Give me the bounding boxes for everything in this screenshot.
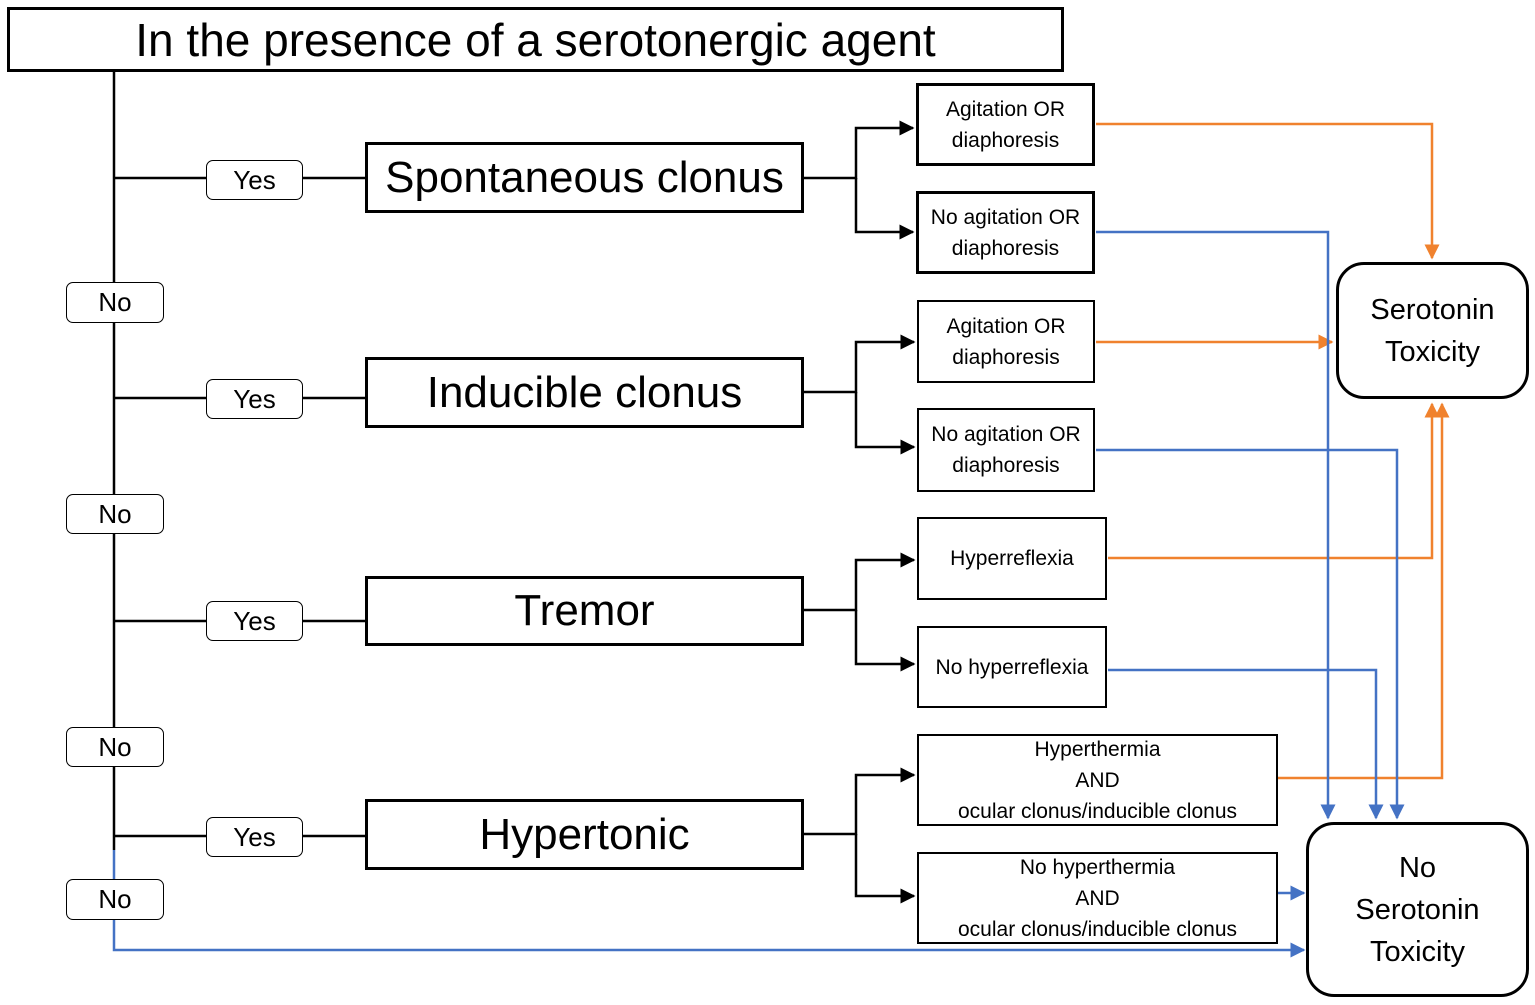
- yes-label-hypertonic: Yes: [206, 817, 303, 857]
- no-label-4: No: [66, 879, 164, 920]
- positive-paths: [1096, 122, 1450, 780]
- feature-no-agitation-2: No agitation OR diaphoresis: [917, 408, 1095, 492]
- feature-agitation-2: Agitation OR diaphoresis: [917, 300, 1095, 383]
- outcome-no-serotonin-toxicity: No Serotonin Toxicity: [1306, 822, 1529, 997]
- criterion-hypertonic: Hypertonic: [365, 799, 804, 870]
- yes-label-spontaneous: Yes: [206, 160, 303, 200]
- criterion-inducible-clonus: Inducible clonus: [365, 357, 804, 428]
- no-label-1: No: [66, 282, 164, 323]
- feature-hyperreflexia: Hyperreflexia: [917, 517, 1107, 600]
- diagram-title-text: In the presence of a serotonergic agent: [135, 13, 936, 66]
- criterion-tremor: Tremor: [365, 576, 804, 646]
- no-label-3: No: [66, 727, 164, 767]
- yes-label-inducible: Yes: [206, 379, 303, 419]
- yes-label-tremor: Yes: [206, 601, 303, 641]
- feature-agitation-1: Agitation OR diaphoresis: [916, 83, 1095, 166]
- criterion-spontaneous-clonus: Spontaneous clonus: [365, 142, 804, 213]
- feature-hyperthermia: Hyperthermia AND ocular clonus/inducible…: [917, 734, 1278, 826]
- diagram-title: In the presence of a serotonergic agent: [7, 7, 1064, 72]
- criterion-branches: [803, 120, 916, 904]
- feature-no-agitation-1: No agitation OR diaphoresis: [916, 191, 1095, 274]
- no-label-2: No: [66, 494, 164, 534]
- feature-no-hyperreflexia: No hyperreflexia: [917, 626, 1107, 708]
- feature-no-hyperthermia: No hyperthermia AND ocular clonus/induci…: [917, 852, 1278, 944]
- outcome-serotonin-toxicity: Serotonin Toxicity: [1336, 262, 1529, 399]
- decision-spine: [112, 72, 366, 850]
